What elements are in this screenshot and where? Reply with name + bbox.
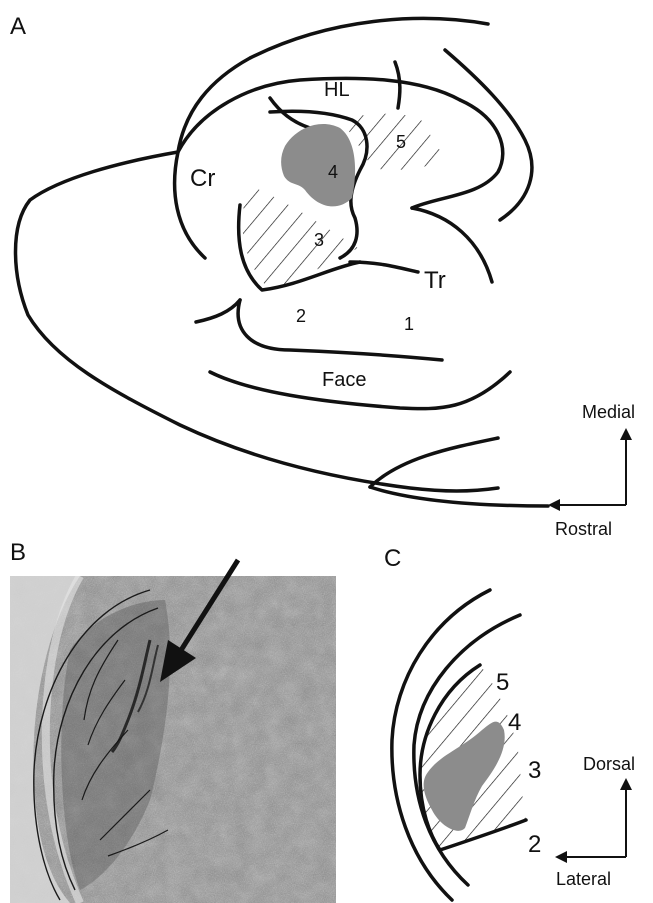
area-5-hatch bbox=[340, 114, 446, 170]
hl-label: HL bbox=[324, 79, 350, 101]
area-2-label: 2 bbox=[296, 306, 306, 326]
rostral-label: Rostral bbox=[555, 519, 612, 539]
panel-b: B bbox=[10, 539, 336, 903]
tr-label: Tr bbox=[424, 267, 446, 294]
area-4-label: 4 bbox=[328, 162, 338, 182]
dorsal-label: Dorsal bbox=[583, 754, 635, 774]
area-4-lesion bbox=[281, 124, 355, 206]
brain-lower-outline bbox=[370, 438, 498, 487]
c-area-4-label: 4 bbox=[508, 709, 521, 736]
panel-a-letter: A bbox=[10, 13, 26, 40]
c-area-3-label: 3 bbox=[528, 757, 541, 784]
micrograph bbox=[10, 576, 336, 903]
area-5-label: 5 bbox=[396, 132, 406, 152]
panel-a: A HL Cr Tr Face 1 2 3 4 5 bbox=[10, 13, 635, 539]
cr-label: Cr bbox=[190, 165, 215, 192]
face-label: Face bbox=[322, 369, 366, 391]
panel-c-letter: C bbox=[384, 545, 401, 572]
area-1-label: 1 bbox=[404, 314, 414, 334]
orientation-arrows-c: Dorsal Lateral bbox=[555, 754, 635, 889]
area-3-label: 3 bbox=[314, 230, 324, 250]
c-area-2-label: 2 bbox=[528, 831, 541, 858]
c-area-5-label: 5 bbox=[496, 669, 509, 696]
panel-b-letter: B bbox=[10, 539, 26, 566]
medial-label: Medial bbox=[582, 402, 635, 422]
lateral-label: Lateral bbox=[556, 869, 611, 889]
orientation-arrows-a: Medial Rostral bbox=[548, 402, 635, 539]
panel-c: C 5 4 3 2 Dorsal Lateral bbox=[384, 545, 635, 900]
tr-boundary bbox=[350, 262, 418, 272]
hl-boundary-right bbox=[395, 62, 400, 108]
face-upper-boundary bbox=[196, 300, 240, 322]
